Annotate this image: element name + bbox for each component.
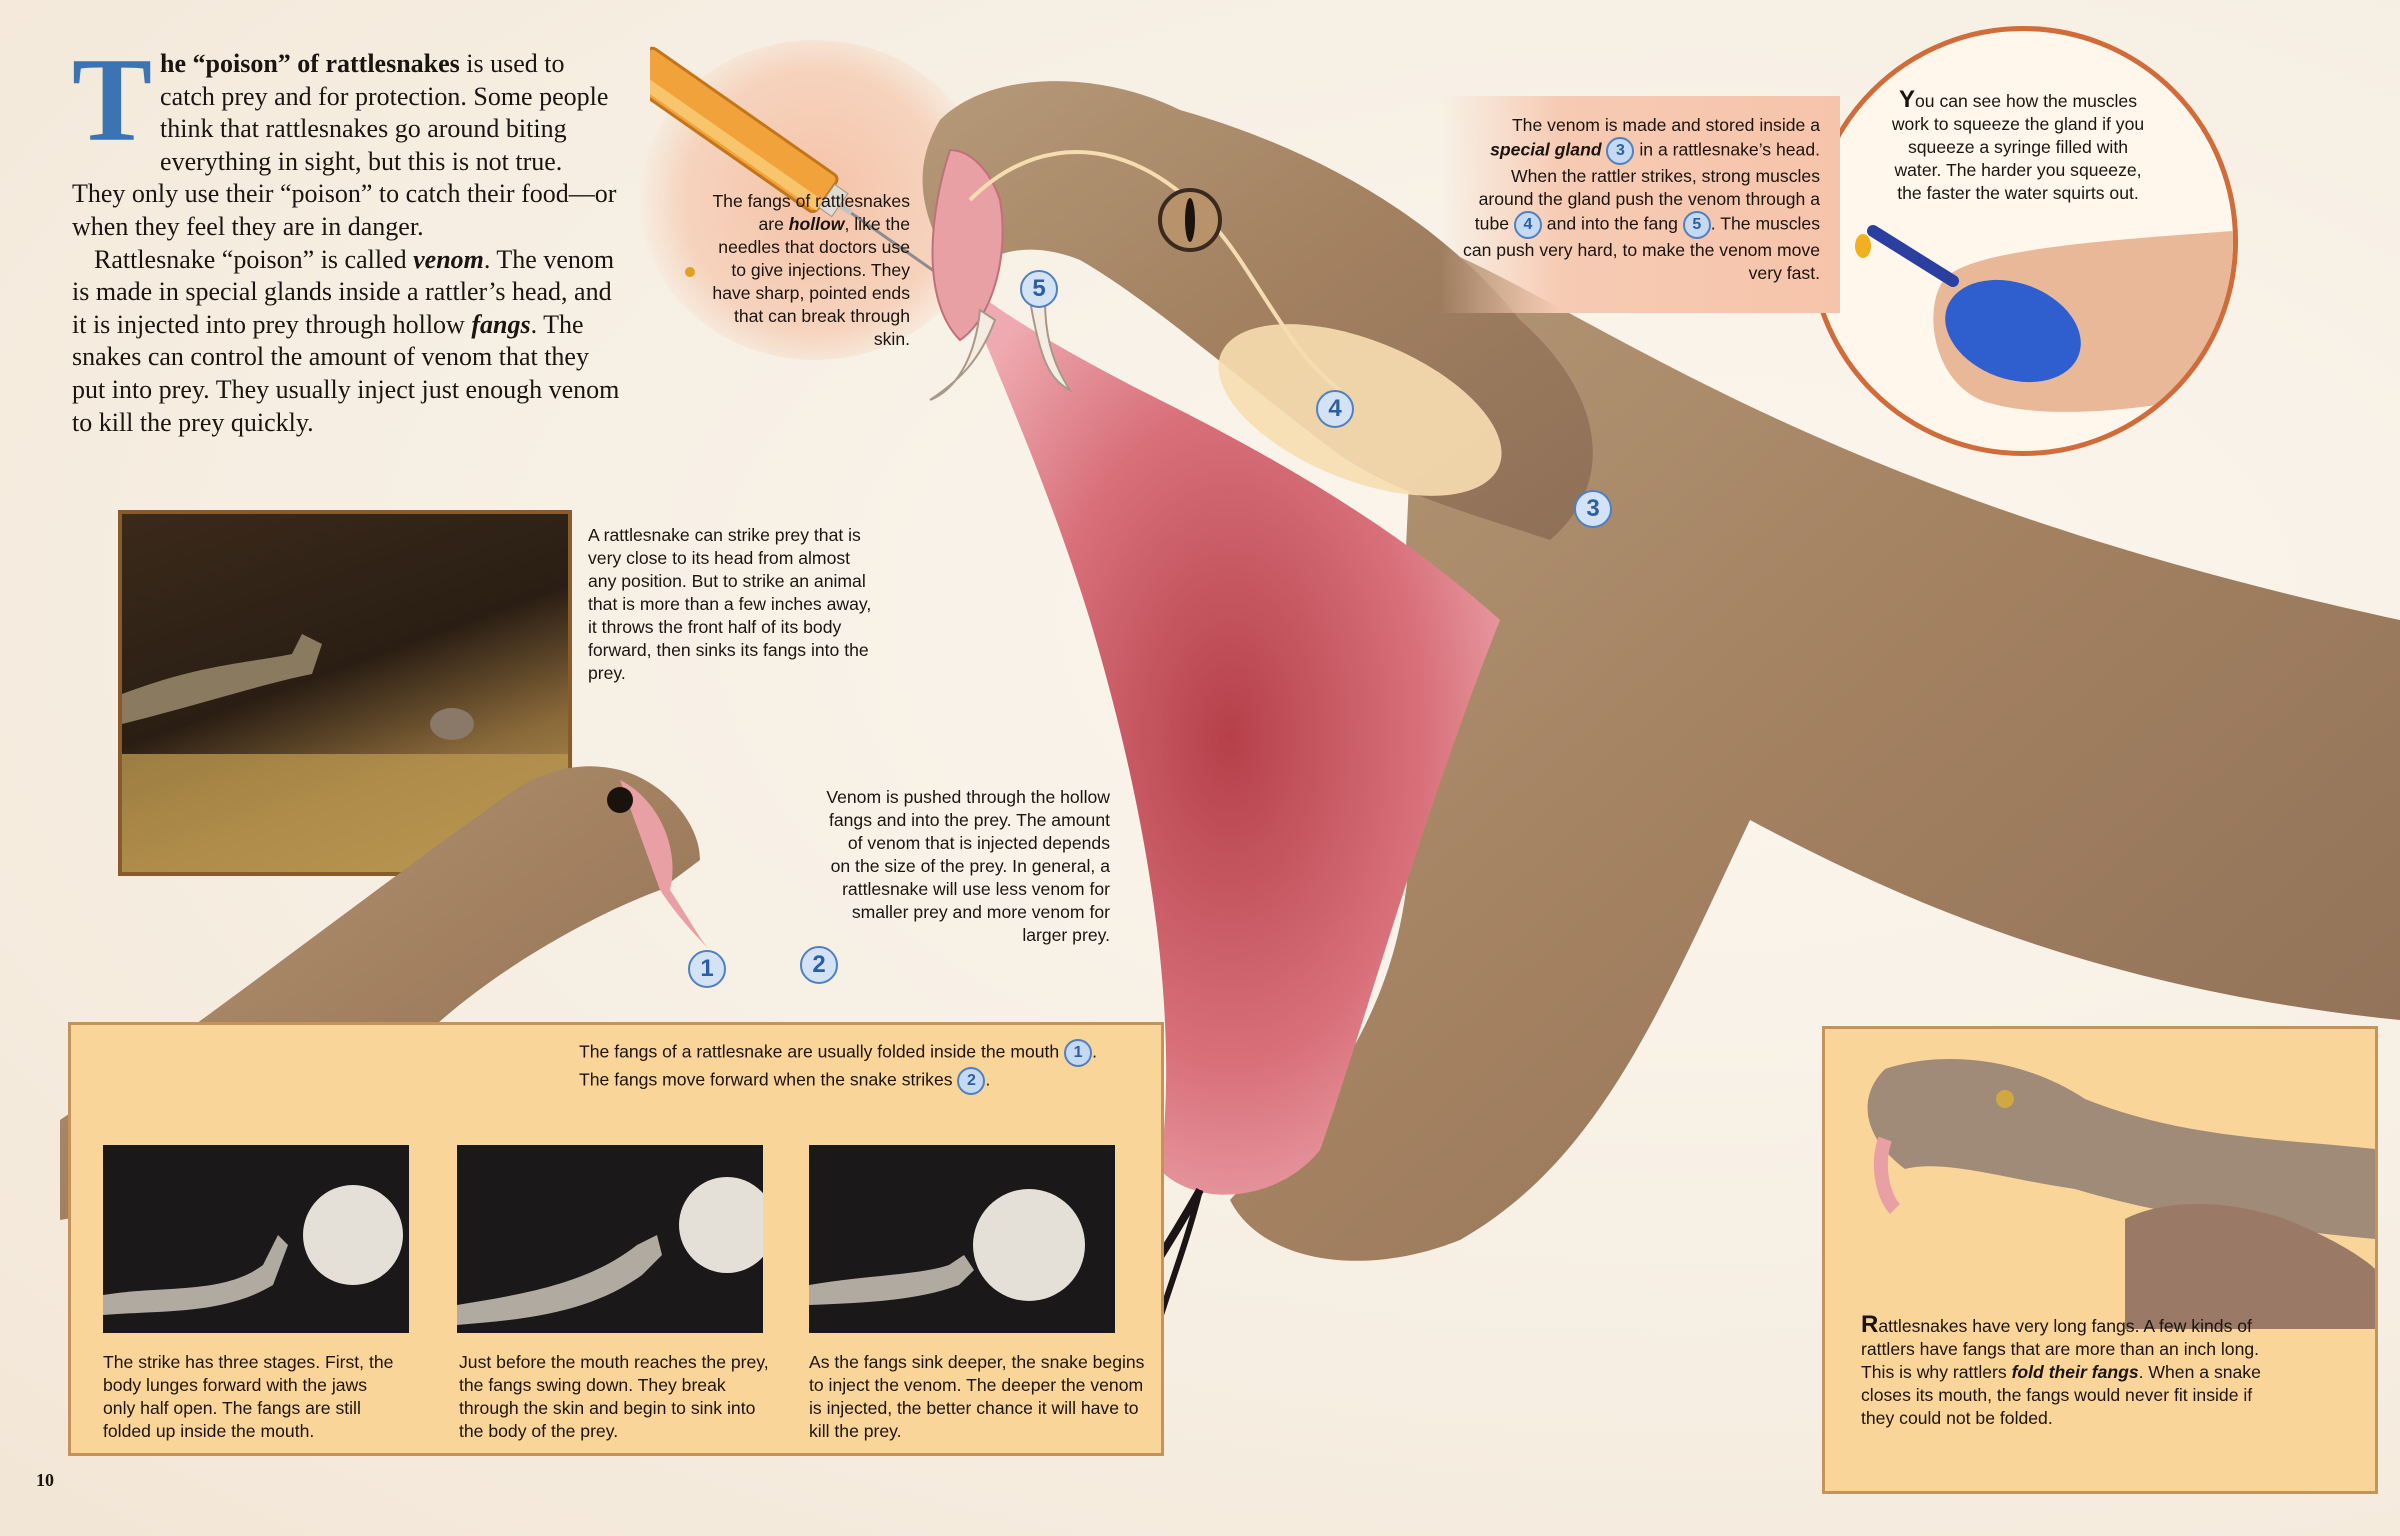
stage-photo-3 xyxy=(809,1145,1115,1333)
fangs-hollow-caption: The fangs of rattlesnakes are hollow, li… xyxy=(700,190,910,351)
syringe-caption-cap: Y xyxy=(1898,86,1915,113)
stage-photo-2-scene xyxy=(457,1177,763,1325)
intro-p2c: . The snakes can control the amount of v… xyxy=(72,309,620,437)
rattlesnake-head-illustration xyxy=(922,81,2400,1400)
stage-caption-1: The strike has three stages. First, the … xyxy=(103,1352,394,1441)
long-fangs-caption: Rattlesnakes have very long fangs. A few… xyxy=(1861,1313,2281,1430)
marker-3-illustration: 3 xyxy=(1574,490,1612,528)
marker-4: 4 xyxy=(1513,211,1542,239)
syringe-illustration xyxy=(650,46,943,278)
marker-4-illustration: 4 xyxy=(1316,390,1354,428)
gland-caption-a: The venom is made and stored inside a xyxy=(1511,115,1820,135)
folded-caption-a: The fangs of a rattlesnake are usually f… xyxy=(579,1041,1065,1062)
venom-pushed-caption: Venom is pushed through the hollow fangs… xyxy=(826,787,1110,945)
gland-caption-bold: special gland xyxy=(1490,139,1602,160)
folded-caption-b: . xyxy=(1092,1041,1097,1062)
marker-3: 3 xyxy=(1606,137,1635,165)
intro-lead: he “poison” of rattlesnakes xyxy=(160,49,460,78)
syringe-caption-text: ou can see how the muscles work to squee… xyxy=(1891,91,2145,203)
stage-caption-3: As the fangs sink deeper, the snake begi… xyxy=(809,1352,1145,1441)
intro-dropcap: T xyxy=(72,33,153,166)
long-fangs-b: . When a snake closes its mouth, the fan… xyxy=(1861,1362,2261,1428)
page-number: 10 xyxy=(36,1470,54,1490)
long-fangs-cap: R xyxy=(1861,1311,1879,1338)
fangs-caption-bold: hollow xyxy=(788,214,845,234)
syringe-caption: You can see how the muscles work to sque… xyxy=(1888,88,2148,205)
long-fangs-a: attlesnakes have very long fangs. A few … xyxy=(1861,1316,2260,1382)
gland-caption-b: in a rattlesnake’s head. When the rattle… xyxy=(1474,139,1820,234)
hand-squeezing-bulb-illustration xyxy=(1855,225,2233,412)
intro-p2a: Rattlesnake “poison” is called xyxy=(94,244,414,274)
fangs-caption-b: , like the needles that doctors use to g… xyxy=(712,214,910,349)
marker-5-illustration: 5 xyxy=(1020,270,1058,308)
term-venom: venom xyxy=(413,244,484,274)
stage-photo-2 xyxy=(457,1145,763,1333)
long-fangs-bold: fold their fangs xyxy=(2011,1362,2139,1382)
stage-caption-2: Just before the mouth reaches the prey, … xyxy=(459,1352,769,1441)
venom-gland-caption: The venom is made and stored inside a sp… xyxy=(1440,96,1840,313)
marker-2: 2 xyxy=(957,1067,986,1095)
marker-2-small: 2 xyxy=(800,946,838,984)
marker-1-small: 1 xyxy=(688,950,726,988)
strike-caption: A rattlesnake can strike prey that is ve… xyxy=(588,525,872,683)
strike-stages-panel: The fangs of a rattlesnake are usually f… xyxy=(68,1022,1164,1456)
syringe-hand-circle xyxy=(1808,26,2238,456)
stage-photo-1 xyxy=(103,1145,409,1333)
stage-photo-3-scene xyxy=(809,1189,1085,1305)
folded-fangs-caption: The fangs of a rattlesnake are usually f… xyxy=(579,1039,1159,1095)
gland-caption-c: and into the fang xyxy=(1541,213,1683,234)
gland-caption-d: . The muscles can push very hard, to mak… xyxy=(1463,213,1820,283)
stage-photo-1-scene xyxy=(103,1185,403,1315)
term-fangs: fangs xyxy=(471,309,531,339)
long-fangs-panel: Rattlesnakes have very long fangs. A few… xyxy=(1822,1026,2378,1494)
folded-caption-d: . xyxy=(985,1069,991,1090)
intro-p1: is used to catch prey and for protection… xyxy=(72,49,617,241)
two-snakes-illustration xyxy=(1867,1059,2375,1329)
fangs-caption-a: The fangs of rattlesnakes are xyxy=(712,191,910,234)
folded-caption-c: The fangs move forward when the snake st… xyxy=(579,1069,958,1090)
marker-5: 5 xyxy=(1682,211,1711,239)
intro-p2b: . The venom is made in special glands in… xyxy=(72,244,615,339)
marker-1: 1 xyxy=(1064,1039,1093,1067)
